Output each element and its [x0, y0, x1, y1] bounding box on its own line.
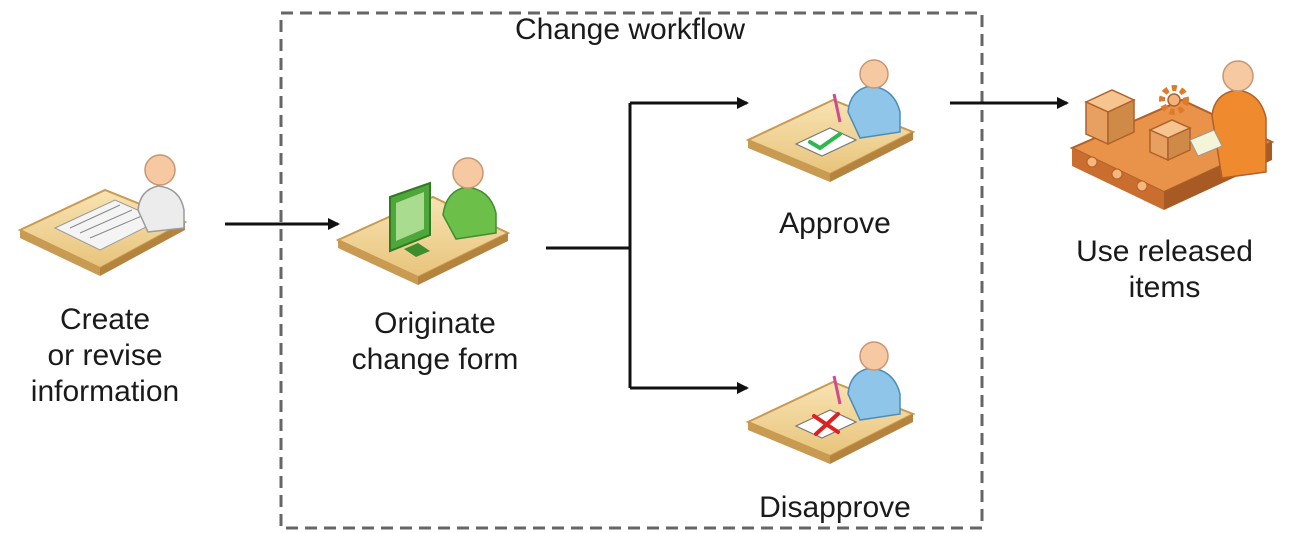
originate-label-line-2: change form — [351, 343, 519, 376]
create-label-line-1: Create — [59, 303, 151, 336]
originate-label: Originate change form — [305, 306, 565, 378]
use-released-label-line-2: items — [1128, 271, 1201, 304]
workflow-title-text: Change workflow — [514, 13, 746, 46]
gear-icon — [1159, 85, 1189, 115]
person-drafting-at-desk-icon — [17, 154, 188, 276]
workflow-boundary — [279, 11, 984, 530]
approve-label: Approve — [735, 206, 935, 242]
use-released-label-line-1: Use released — [1076, 235, 1253, 268]
originate-label-line-1: Originate — [374, 307, 496, 340]
branch-connector — [546, 103, 632, 388]
create-label: Create or revise information — [0, 302, 210, 410]
person-signing-approval-icon — [745, 59, 916, 182]
disapprove-label: Disapprove — [720, 490, 950, 526]
person-at-computer-icon — [335, 157, 511, 285]
person-at-conveyor-belt-icon — [1069, 60, 1275, 210]
disapprove-label-text: Disapprove — [759, 491, 911, 524]
person-signing-rejection-icon — [745, 341, 916, 464]
use-released-label: Use released items — [1040, 234, 1289, 306]
workflow-title: Change workflow — [440, 12, 820, 48]
approve-label-text: Approve — [779, 207, 891, 240]
create-label-line-2: or revise — [47, 339, 163, 372]
create-label-line-3: information — [30, 375, 180, 408]
